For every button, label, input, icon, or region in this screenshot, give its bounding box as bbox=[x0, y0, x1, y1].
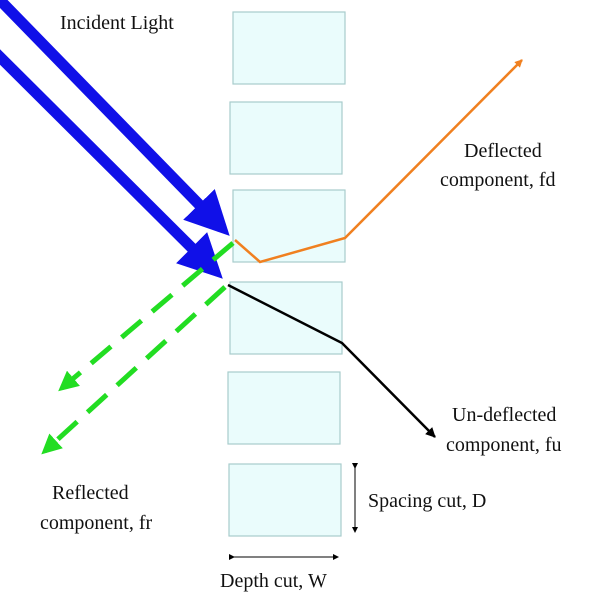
incident-ray-1 bbox=[0, 0, 230, 236]
grating-block bbox=[232, 11, 346, 85]
grating-block bbox=[232, 189, 346, 263]
reflected-ray-1 bbox=[58, 241, 235, 392]
reflected-label-line2: component, fr bbox=[40, 512, 153, 534]
incident-ray-2 bbox=[0, 49, 223, 279]
grating-block bbox=[229, 101, 343, 175]
reflected-ray-2 bbox=[41, 285, 227, 455]
grating-block bbox=[227, 371, 341, 445]
depth-cut-label: Depth cut, W bbox=[220, 570, 327, 592]
incident-light-label: Incident Light bbox=[60, 12, 174, 34]
undeflected-ray bbox=[227, 283, 436, 438]
grating-block bbox=[228, 463, 342, 537]
deflected-ray bbox=[234, 59, 523, 264]
deflected-label-line1: Deflected bbox=[464, 140, 542, 162]
grating-block bbox=[229, 281, 343, 355]
deflected-label-line2: component, fd bbox=[440, 169, 556, 191]
reflected-label-line1: Reflected bbox=[52, 482, 129, 504]
undeflected-label-line2: component, fu bbox=[446, 434, 562, 456]
undeflected-label-line1: Un-deflected bbox=[452, 404, 557, 426]
spacing-cut-label: Spacing cut, D bbox=[368, 490, 487, 512]
